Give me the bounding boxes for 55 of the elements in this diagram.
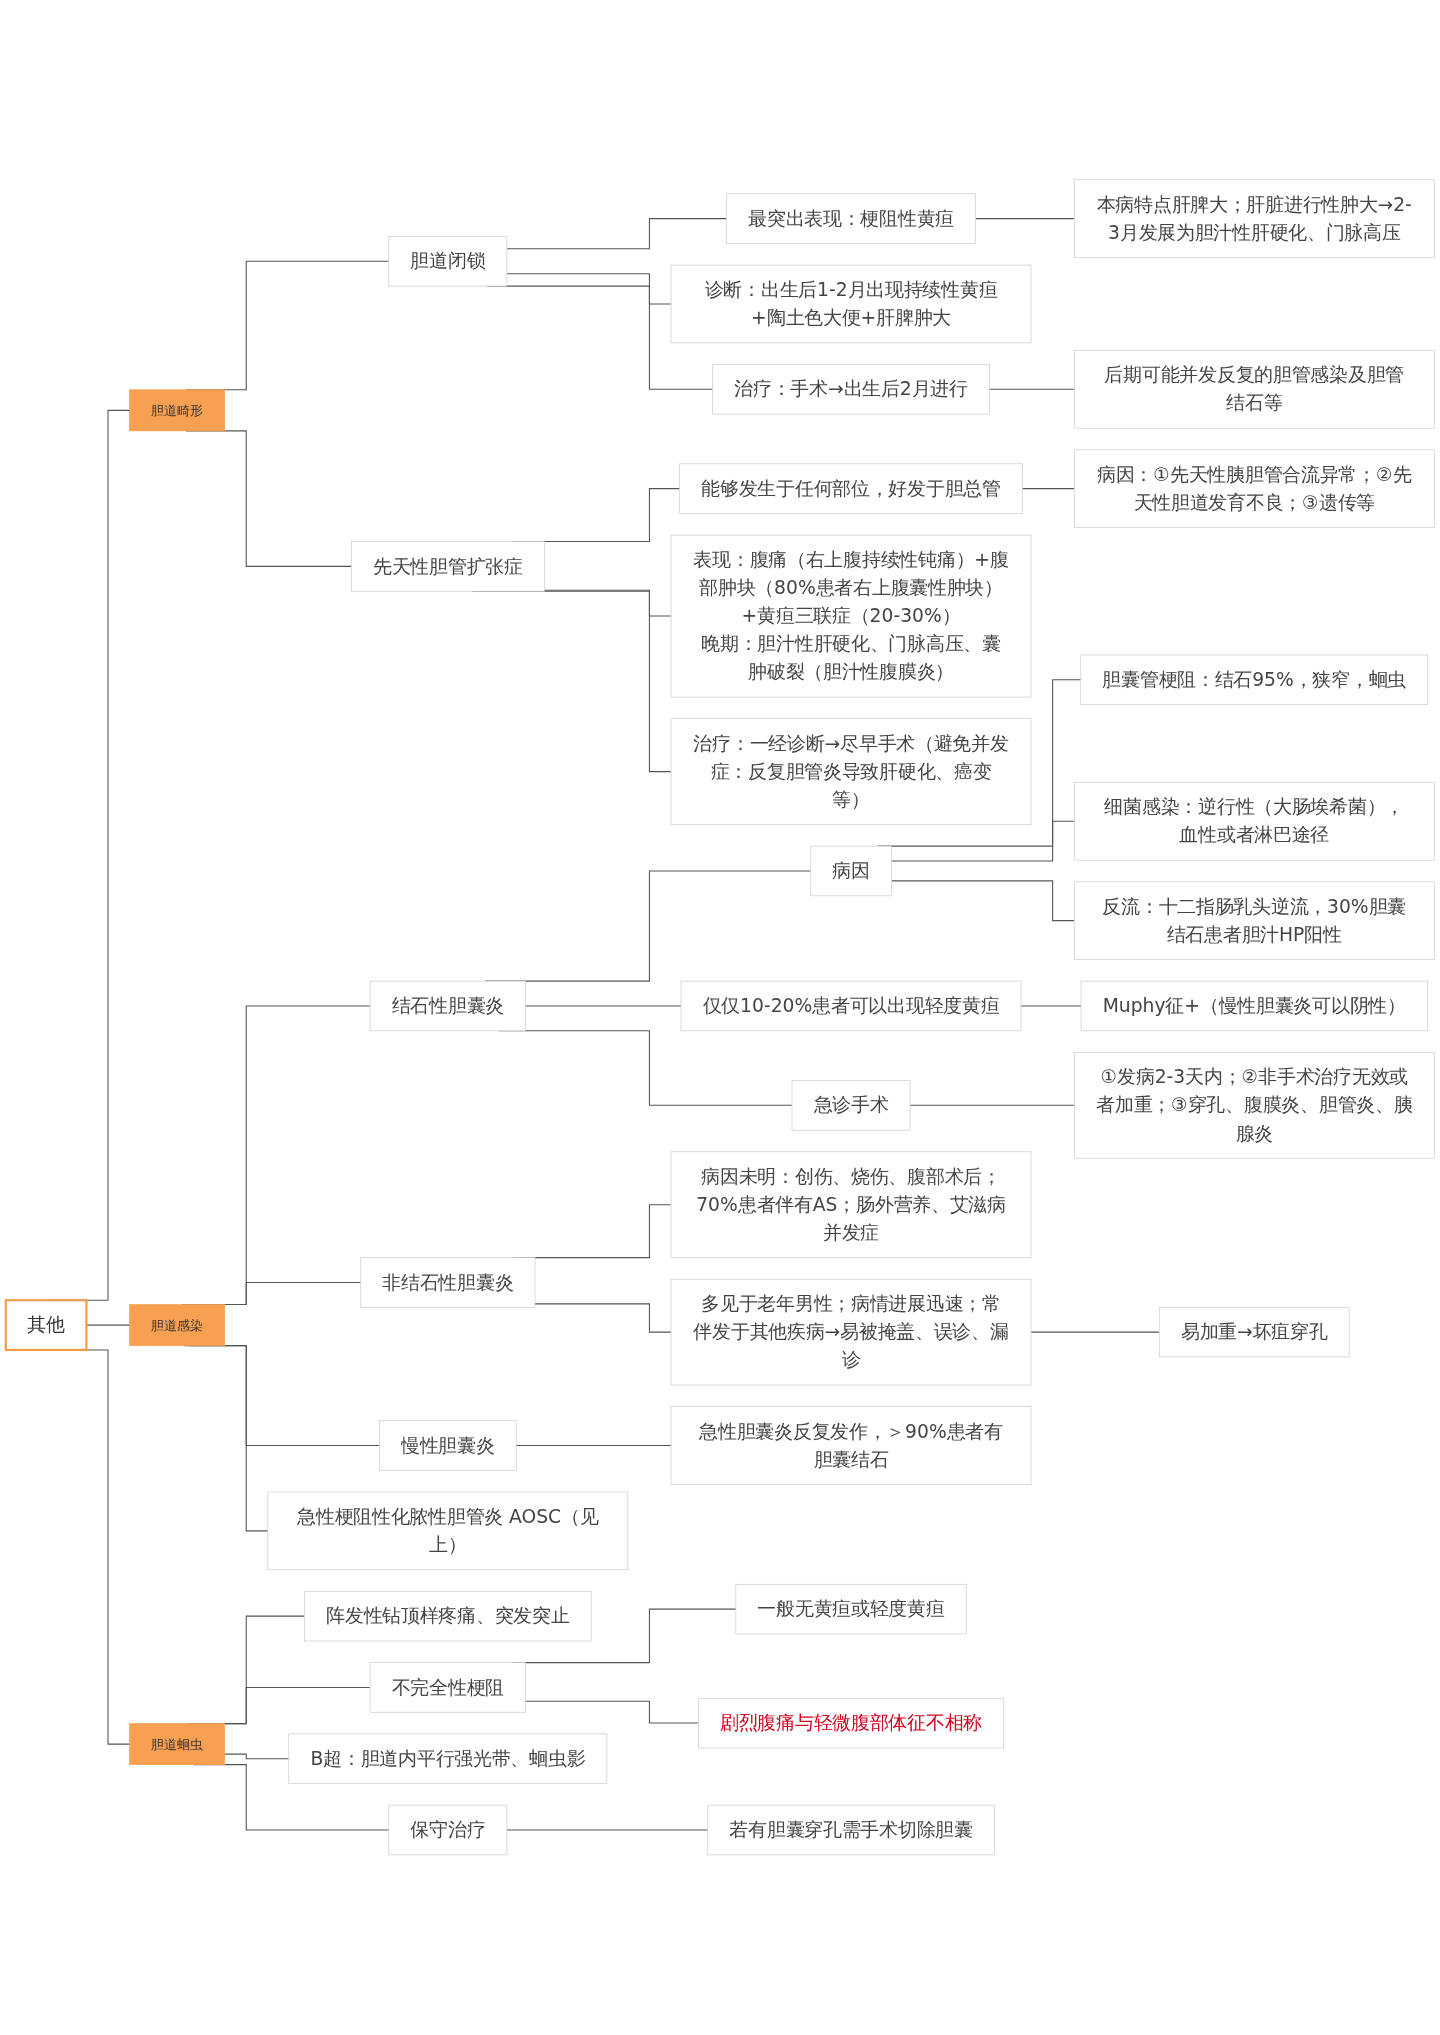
- node-box: ①发病2-3天内；②非手术治疗无效或者加重；③穿孔、腹膜炎、胆管炎、胰腺炎: [1073, 1052, 1435, 1159]
- node-box: 治疗：一经诊断→尽早手术（避免并发症：反复胆管炎导致肝硬化、癌变等）: [670, 718, 1032, 826]
- node-box: 一般无黄疸或轻度黄疸: [735, 1584, 967, 1635]
- connector: [988, 388, 1075, 391]
- node-box: 若有胆囊穿孔需手术切除胆囊: [707, 1805, 995, 1856]
- connector: [224, 1753, 290, 1760]
- node-box: 后期可能并发反复的胆管感染及胆管结石等: [1073, 350, 1435, 429]
- node-box: 反流：十二指肠乳头逆流，30%胆囊结石患者胆汁HP阳性: [1073, 881, 1435, 961]
- node-box: 急性梗阻性化脓性胆管炎 AOSC（见上）: [267, 1491, 629, 1571]
- node-box: 慢性胆囊炎: [379, 1420, 517, 1471]
- connector: [890, 820, 1075, 862]
- node-box: 先天性胆管扩张症: [351, 541, 545, 592]
- connector: [1020, 1005, 1082, 1007]
- connector: [525, 1005, 682, 1007]
- node-box: 非结石性胆囊炎: [360, 1257, 536, 1308]
- node-box: 易加重→坏疽穿孔: [1158, 1307, 1350, 1358]
- node-box: 诊断：出生后1-2月出现持续性黄疸+陶土色大便+肝脾肿大: [670, 264, 1032, 344]
- connector: [506, 1829, 709, 1831]
- node-box: 胆道闭锁: [388, 236, 508, 287]
- connector: [515, 1445, 672, 1447]
- node-box: 最突出表现：梗阻性黄疸: [726, 193, 976, 245]
- connector: [506, 218, 727, 250]
- node-box: 病因未明：创伤、烧伤、腹部术后；70%患者伴有AS；肠外营养、艾滋病并发症: [670, 1151, 1032, 1259]
- node-box: 能够发生于任何部位，好发于胆总管: [679, 463, 1023, 515]
- connector: [909, 1105, 1075, 1107]
- node-box: 表现：腹痛（右上腹持续性钝痛）+腹部肿块（80%患者右上腹囊性肿块）+黄疸三联症（20-30%） 晚期：胆汁性肝硬化、门脉高压、囊肿破裂（胆汁性腹膜炎）: [670, 534, 1032, 698]
- connector: [534, 1303, 672, 1333]
- node-box: 阵发性钻顶样疼痛、突发突止: [304, 1591, 592, 1642]
- node-box: Muphy征+（慢性胆囊炎可以阴性）: [1080, 980, 1428, 1032]
- node-box: 胆道蛔虫: [129, 1723, 225, 1766]
- connector: [525, 1700, 699, 1724]
- connector: [1030, 1331, 1160, 1333]
- node-box: 胆道畸形: [129, 389, 225, 432]
- node-box: 胆囊管梗阻：结石95%，狭窄，蛔虫: [1080, 654, 1429, 706]
- connector: [890, 880, 1075, 922]
- node-box: 保守治疗: [388, 1805, 508, 1856]
- node-box: B超：胆道内平行强光带、蛔虫影: [288, 1733, 608, 1785]
- node-box: 胆道感染: [129, 1304, 225, 1347]
- connector: [975, 218, 1075, 220]
- node-box: 病因: [810, 845, 892, 897]
- node-box: 不完全性梗阻: [369, 1662, 526, 1713]
- node-box: 多见于老年男性；病情进展迅速；常伴发于其他疾病→易被掩盖、误诊、漏诊: [670, 1279, 1032, 1386]
- connector: [506, 273, 672, 305]
- connector: [543, 589, 672, 617]
- node-box: 急性胆囊炎反复发作，＞90%患者有胆囊结石: [670, 1406, 1032, 1485]
- node-box: 本病特点肝脾大；肝脏进行性肿大→2-3月发展为胆汁性肝硬化、门脉高压: [1073, 179, 1435, 259]
- node-box: 剧烈腹痛与轻微腹部体征不相称: [698, 1698, 1005, 1749]
- node-box: 病因：①先天性胰胆管合流异常；②先天性胆道发育不良；③遗传等: [1073, 449, 1435, 529]
- node-box: 急诊手术: [791, 1080, 911, 1131]
- node-box: 治疗：手术→出生后2月进行: [712, 364, 990, 415]
- node-box: 仅仅10-20%患者可以出现轻度黄疸: [680, 980, 1022, 1032]
- node-box: 结石性胆囊炎: [369, 980, 526, 1032]
- node-box: 细菌感染：逆行性（大肠埃希菌），血性或者淋巴途径: [1073, 782, 1435, 861]
- connector: [1021, 488, 1075, 490]
- node-box: 其他: [4, 1299, 88, 1352]
